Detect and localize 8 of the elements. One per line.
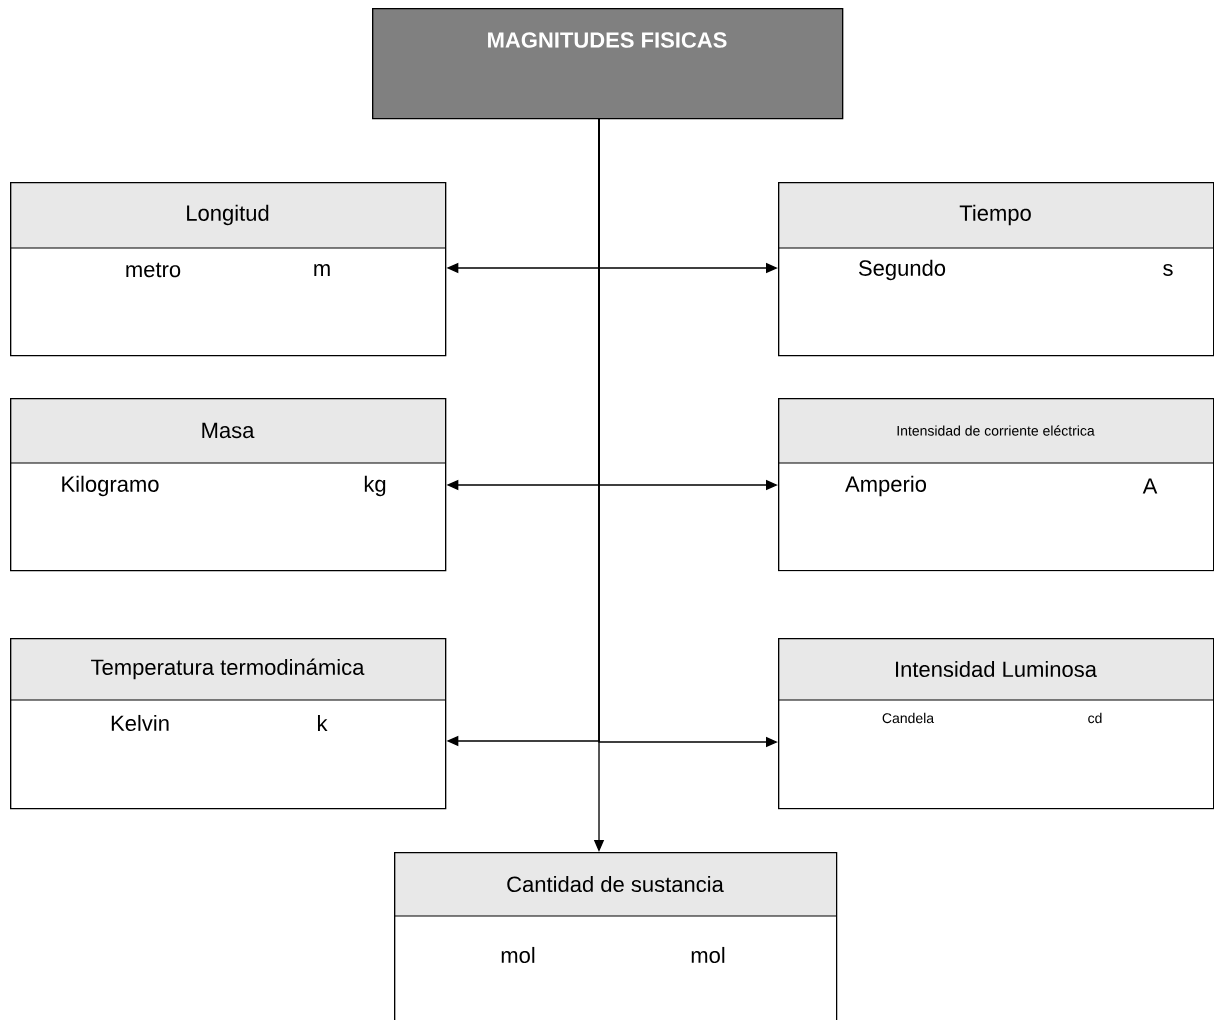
table-box: Tiempo Segundo s: [777, 182, 1214, 357]
title-box: MAGNITUDES FISICAS: [372, 8, 844, 120]
table-box: Longitud metro m: [9, 182, 447, 357]
table-box: Temperatura termodinámica Kelvin k: [9, 638, 447, 810]
table-box: Masa Kilogramo kg: [9, 398, 447, 572]
table-box: Intensidad de corriente eléctrica Amperio A: [777, 398, 1214, 572]
table-box: Cantidad de sustancia mol mol: [393, 852, 838, 1020]
table-box: Intensidad Luminosa Candela cd: [777, 638, 1214, 810]
